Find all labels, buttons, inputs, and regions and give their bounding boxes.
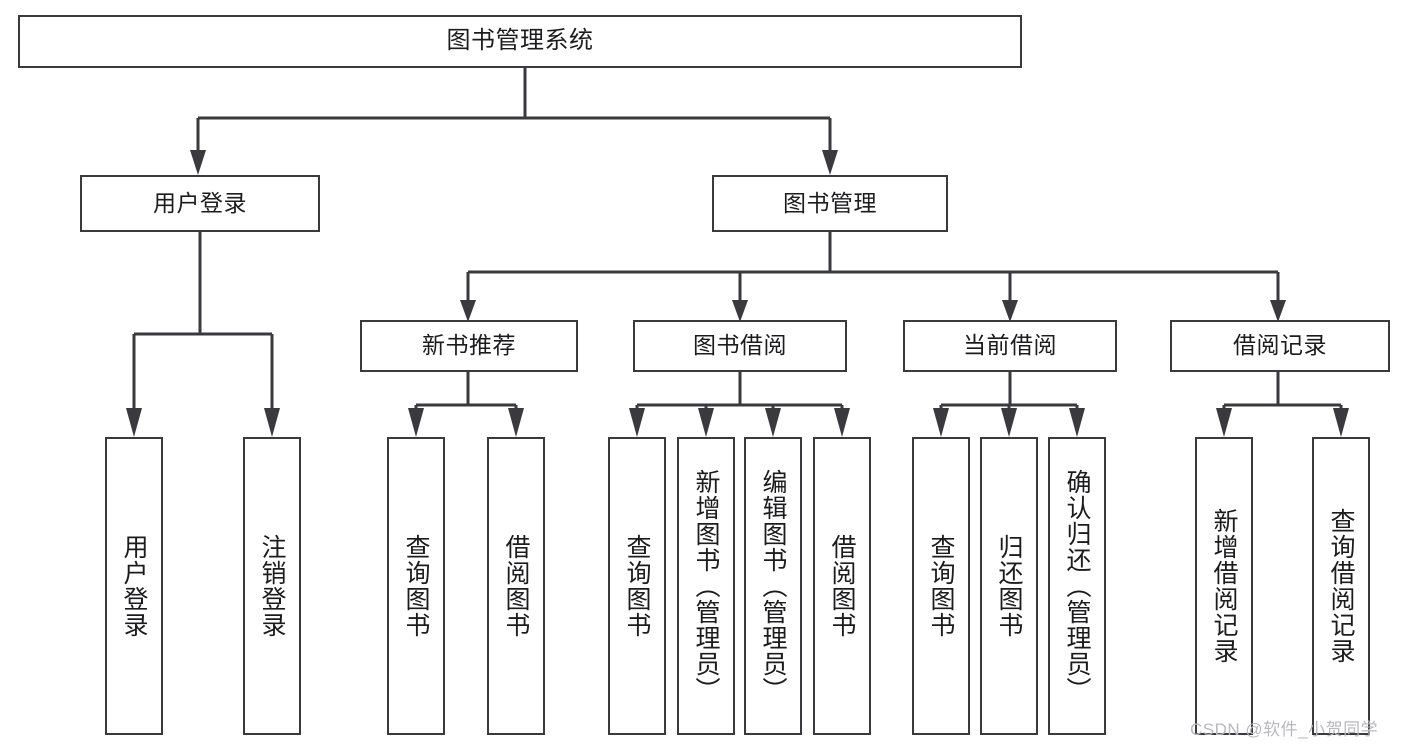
node-borrow-record[interactable]: 借阅记录 [1170,320,1390,372]
leaf-label: 确认归还（管理员） [1063,469,1091,703]
arrowhead-current-l3 [1069,408,1085,437]
arrowhead-userlogin-l2 [264,408,280,437]
node-root-system[interactable]: 图书管理系统 [18,15,1022,68]
leaf-newbook-query-book[interactable]: 查询图书 [387,437,445,735]
node-new-book-recommend[interactable]: 新书推荐 [360,320,578,372]
leaf-current-confirm-return-admin[interactable]: 确认归还（管理员） [1048,437,1106,735]
leaf-newbook-borrow-book[interactable]: 借阅图书 [487,437,545,735]
leaf-label: 借阅图书 [828,534,856,638]
arrowhead-borrowrecord [1270,300,1286,322]
arrowhead-newbook-l2 [508,408,524,437]
arrowhead-book-mgmt [822,150,838,175]
arrowhead-currentborrow [1002,300,1018,322]
leaf-label: 新增图书（管理员） [692,469,720,703]
arrowhead-newbook [460,300,476,322]
leaf-label: 查询借阅记录 [1327,508,1355,664]
leaf-label: 查询图书 [623,534,651,638]
arrowhead-borrow-l3 [765,408,781,437]
arrowhead-user-login [190,150,206,175]
node-book-borrow[interactable]: 图书借阅 [633,320,847,372]
leaf-borrow-edit-book-admin[interactable]: 编辑图书（管理员） [744,437,802,735]
leaf-borrow-query-book[interactable]: 查询图书 [608,437,666,735]
leaf-current-query-book[interactable]: 查询图书 [912,437,970,735]
leaf-label: 查询图书 [927,534,955,638]
arrowhead-newbook-l1 [408,408,424,437]
arrowhead-borrow-l4 [834,408,850,437]
leaf-label: 编辑图书（管理员） [759,469,787,703]
leaf-label: 查询图书 [402,534,430,638]
leaf-borrow-borrow-book[interactable]: 借阅图书 [813,437,871,735]
arrowhead-bookborrow [732,300,748,322]
node-book-management[interactable]: 图书管理 [712,175,948,232]
arrowhead-borrow-l2 [698,408,714,437]
leaf-record-add-borrow-record[interactable]: 新增借阅记录 [1195,437,1253,735]
arrowhead-record-l2 [1333,408,1349,437]
leaf-user-login-logout[interactable]: 注销登录 [243,437,301,735]
arrowhead-borrow-l1 [629,408,645,437]
arrowhead-record-l1 [1216,408,1232,437]
leaf-user-login-login[interactable]: 用户登录 [105,437,163,735]
leaf-label: 借阅图书 [502,534,530,638]
leaf-current-return-book[interactable]: 归还图书 [980,437,1038,735]
leaf-record-query-borrow-record[interactable]: 查询借阅记录 [1312,437,1370,735]
arrowhead-userlogin-l1 [126,408,142,437]
leaf-label: 用户登录 [120,534,148,638]
arrowhead-current-l1 [933,408,949,437]
leaf-label: 新增借阅记录 [1210,508,1238,664]
node-current-borrow[interactable]: 当前借阅 [903,320,1117,372]
leaf-label: 归还图书 [995,534,1023,638]
leaf-label: 注销登录 [258,534,286,638]
arrowhead-current-l2 [1001,408,1017,437]
node-user-login[interactable]: 用户登录 [80,175,320,232]
csdn-watermark: CSDN @软件_小贺同学 [1190,720,1379,739]
leaf-borrow-add-book-admin[interactable]: 新增图书（管理员） [677,437,735,735]
